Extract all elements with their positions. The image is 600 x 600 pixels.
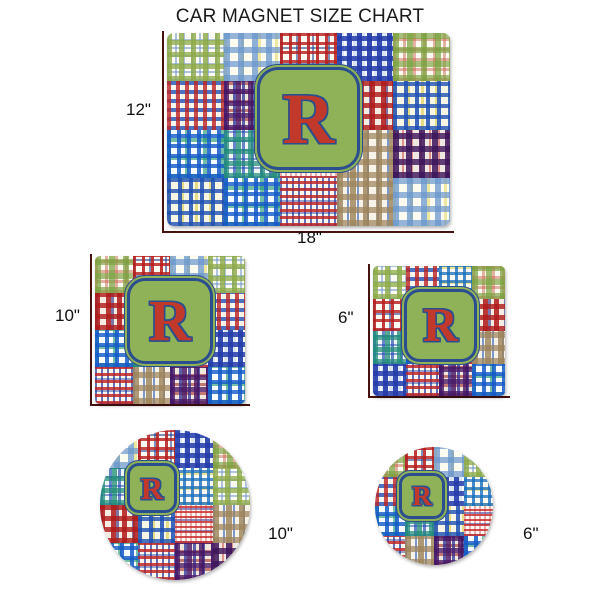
plaid-patch [463, 447, 493, 477]
plaid-patch [170, 367, 208, 404]
rect-width-label: 18" [297, 228, 322, 247]
plaid-patch [472, 331, 505, 364]
plaid-patch [95, 293, 133, 330]
square6-bottom-rule [368, 396, 510, 398]
magnet-circle-10[interactable]: R [100, 430, 250, 580]
plaid-patch [167, 33, 224, 82]
magnet-square-10[interactable]: R [95, 256, 245, 404]
plaid-patch [375, 535, 405, 565]
plaid-patch [212, 430, 250, 468]
plaid-patch [393, 177, 450, 226]
plaid-patch [167, 177, 224, 226]
plaid-patch [95, 256, 133, 293]
plaid-patch [463, 535, 493, 565]
plaid-patch [404, 535, 434, 565]
plaid-patch [175, 467, 213, 505]
monogram-letter: R [282, 78, 335, 159]
monogram-letter: R [149, 288, 191, 353]
square10-label: 10" [55, 306, 80, 325]
monogram-badge: R [262, 72, 355, 165]
rect-height-rule [162, 31, 164, 233]
monogram-badge: R [132, 468, 172, 508]
plaid-patch [137, 430, 175, 468]
plaid-patch [406, 363, 439, 396]
plaid-patch [373, 298, 406, 331]
plaid-patch [393, 33, 450, 82]
square10-height-rule [90, 254, 92, 406]
plaid-patch [175, 542, 213, 580]
magnet-square-6[interactable]: R [373, 266, 505, 396]
plaid-patch [207, 256, 245, 293]
circle10-label: 10" [268, 524, 293, 543]
plaid-patch [280, 177, 337, 226]
plaid-patch [375, 447, 405, 477]
plaid-patch [100, 505, 138, 543]
plaid-patch [472, 363, 505, 396]
plaid-patch [373, 266, 406, 299]
plaid-patch [100, 467, 138, 505]
square10-bottom-rule [90, 404, 250, 406]
plaid-patch [336, 33, 394, 82]
plaid-patch [95, 367, 133, 404]
plaid-patch [95, 330, 133, 367]
plaid-patch [137, 505, 175, 543]
plaid-patch [207, 293, 245, 330]
plaid-patch [439, 363, 472, 396]
plaid-patch [212, 467, 250, 505]
circle6-label: 6" [523, 524, 539, 543]
plaid-patch [393, 81, 450, 130]
magnet-rect-18x12[interactable]: R [167, 33, 450, 226]
plaid-patch [472, 266, 505, 299]
page-title: CAR MAGNET SIZE CHART [175, 6, 425, 27]
plaid-patch [137, 542, 175, 580]
plaid-patch [207, 367, 245, 404]
plaid-patch [336, 177, 394, 226]
plaid-patch [434, 447, 464, 477]
plaid-patch [132, 367, 170, 404]
madras-patchwork [95, 256, 245, 404]
plaid-patch [175, 505, 213, 543]
rect-width-rule [162, 231, 454, 233]
monogram-badge: R [404, 478, 440, 514]
rect-height-label: 12" [126, 100, 151, 119]
plaid-patch [406, 266, 439, 299]
plaid-patch [375, 506, 405, 536]
madras-patchwork [100, 430, 250, 580]
plaid-patch [373, 331, 406, 364]
plaid-patch [167, 129, 224, 178]
square6-label: 6" [338, 308, 354, 327]
plaid-patch [207, 330, 245, 367]
plaid-patch [100, 430, 138, 468]
plaid-patch [167, 81, 224, 130]
plaid-patch [472, 298, 505, 331]
plaid-patch [393, 129, 450, 178]
plaid-patch [463, 506, 493, 536]
plaid-patch [212, 505, 250, 543]
magnet-circle-6[interactable]: R [375, 447, 493, 565]
plaid-patch [404, 447, 434, 477]
plaid-patch [434, 535, 464, 565]
monogram-letter: R [423, 298, 458, 352]
square6-height-rule [368, 264, 370, 398]
plaid-patch [463, 476, 493, 506]
madras-patchwork [167, 33, 450, 226]
plaid-patch [439, 266, 472, 299]
plaid-patch [100, 542, 138, 580]
plaid-patch [212, 542, 250, 580]
monogram-badge: R [409, 294, 472, 357]
plaid-patch [375, 476, 405, 506]
monogram-badge: R [132, 283, 208, 359]
monogram-letter: R [140, 470, 164, 506]
plaid-patch [223, 177, 281, 226]
plaid-patch [175, 430, 213, 468]
plaid-patch [373, 363, 406, 396]
monogram-letter: R [412, 480, 432, 511]
